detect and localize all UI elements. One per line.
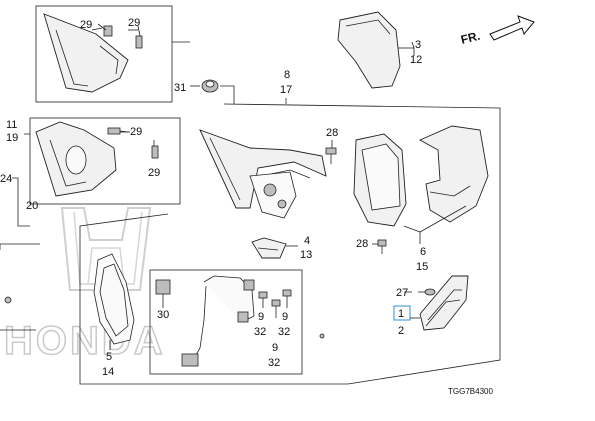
callout-13: 13 bbox=[300, 249, 312, 261]
inner-sub-box bbox=[149, 269, 303, 375]
callout-28: 28 bbox=[356, 238, 368, 250]
callout-15: 15 bbox=[416, 261, 428, 273]
callout-29: 29 bbox=[130, 126, 142, 138]
grommet-part bbox=[201, 79, 219, 93]
turn-signal-part bbox=[419, 275, 469, 331]
callout-29: 29 bbox=[80, 19, 92, 31]
fastener-mark-2 bbox=[319, 333, 325, 339]
leader-lines bbox=[12, 27, 467, 350]
callout-27: 27 bbox=[396, 287, 408, 299]
callout-32: 32 bbox=[278, 326, 290, 338]
connector-part-30 bbox=[155, 279, 171, 308]
callout-31: 31 bbox=[174, 82, 186, 94]
callout-6: 6 bbox=[420, 246, 426, 258]
callout-28: 28 bbox=[326, 127, 338, 139]
callout-30: 30 bbox=[157, 309, 169, 321]
front-direction-indicator: FR. bbox=[459, 15, 535, 47]
watermark-wordmark: HONDA bbox=[4, 319, 166, 363]
callout-9: 9 bbox=[282, 311, 288, 323]
diagram-code: TGG7B4300 bbox=[448, 387, 493, 396]
wire-harness-part bbox=[181, 275, 255, 367]
callout-19: 19 bbox=[6, 132, 18, 144]
callout-20: 20 bbox=[26, 200, 38, 212]
callout-17: 17 bbox=[280, 84, 292, 96]
callout-32: 32 bbox=[254, 326, 266, 338]
callout-29: 29 bbox=[128, 17, 140, 29]
callout-4: 4 bbox=[304, 235, 310, 247]
direction-arrow-icon bbox=[489, 15, 535, 41]
callout-2: 2 bbox=[398, 325, 404, 337]
callouts: 29 29 3 12 31 8 17 11 19 29 29 28 24 20 … bbox=[0, 17, 428, 378]
callout-29: 29 bbox=[148, 167, 160, 179]
callout-24: 24 bbox=[0, 173, 12, 185]
callout-14: 14 bbox=[102, 366, 114, 378]
bracket-part bbox=[251, 237, 287, 259]
screw-part-lower bbox=[377, 239, 387, 254]
screw-part-9-left bbox=[258, 291, 268, 308]
callout-11: 11 bbox=[6, 119, 17, 131]
screw-part-27 bbox=[418, 288, 436, 296]
inset-box-lower bbox=[29, 117, 181, 205]
callout-32: 32 bbox=[268, 357, 280, 369]
callout-highlight bbox=[393, 305, 411, 321]
screw-part-9-right bbox=[282, 289, 292, 308]
assembly-outline bbox=[0, 103, 501, 385]
callout-3: 3 bbox=[415, 39, 421, 51]
fastener-mark bbox=[4, 296, 12, 304]
mirror-housing-part bbox=[353, 125, 489, 227]
callout-9: 9 bbox=[272, 342, 278, 354]
direction-label: FR. bbox=[459, 29, 481, 47]
screw-part-upper bbox=[325, 147, 337, 164]
callout-5: 5 bbox=[106, 351, 112, 363]
mirror-cover-part bbox=[337, 11, 401, 89]
seal-gasket-part bbox=[93, 253, 135, 345]
callout-9: 9 bbox=[258, 311, 264, 323]
mirror-base-part bbox=[199, 129, 327, 219]
callout-8: 8 bbox=[284, 69, 290, 81]
screw-part-9-center bbox=[271, 299, 281, 318]
callout-12: 12 bbox=[410, 54, 422, 66]
callout-1: 1 bbox=[398, 308, 404, 320]
inset-box-upper bbox=[35, 5, 190, 103]
